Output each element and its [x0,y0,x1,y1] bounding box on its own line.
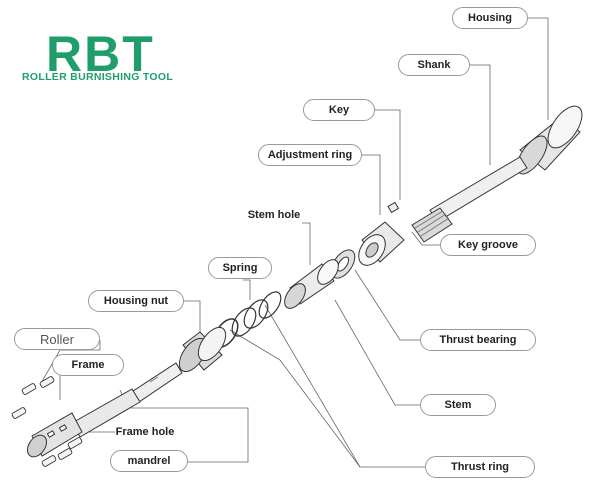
rollers [11,376,83,467]
leader-housing [515,17,549,120]
label-thrust-ring: Thrust ring [425,456,535,478]
label-thrust-bearing: Thrust bearing [420,329,536,351]
label-frame-hole: Frame hole [115,426,175,438]
label-adjustment-ring: Adjustment ring [258,144,362,166]
leader-stem-hole [302,222,311,265]
leader-key-groove [411,231,440,246]
stem-part [284,259,339,309]
leader-stem [334,299,420,406]
housing-part [516,105,583,175]
roller-1 [21,383,37,395]
leader-lines [39,17,549,468]
label-spring: Spring [208,257,272,279]
leader-thrust-ring-a [264,304,425,468]
label-key-groove: Key groove [440,234,536,256]
roller-5 [57,448,73,460]
roller-6 [67,437,83,449]
key-part [387,201,400,214]
roller-3 [11,407,27,419]
leader-key [375,109,401,200]
label-housing: Housing [452,7,528,29]
mandrel-part [71,362,183,438]
label-stem: Stem [420,394,496,416]
roller-2 [39,376,55,388]
leader-thrust-ring-b [229,329,361,468]
logo-text: RBT [46,26,155,82]
frame-part [26,412,83,458]
label-housing-nut: Housing nut [88,290,184,312]
leader-thrust-bearing [354,269,420,341]
leader-adjustment-ring [362,154,381,215]
brand-logo: RBT [20,12,170,92]
label-frame: Frame [52,354,124,376]
leader-housing-nut [184,300,201,335]
label-roller: Roller [14,328,100,350]
logo-subtitle: ROLLER BURNISHING TOOL [22,71,174,83]
leader-shank [470,64,491,165]
label-stem-hole: Stem hole [247,209,301,221]
adjustment-ring-part [358,221,405,266]
label-key: Key [303,99,375,121]
label-shank: Shank [398,54,470,76]
leader-roller [39,340,101,386]
label-mandrel: mandrel [110,450,188,472]
roller-4 [41,455,57,467]
housing-nut-part [178,326,227,373]
shank-part [411,156,528,243]
leader-spring [243,279,251,300]
